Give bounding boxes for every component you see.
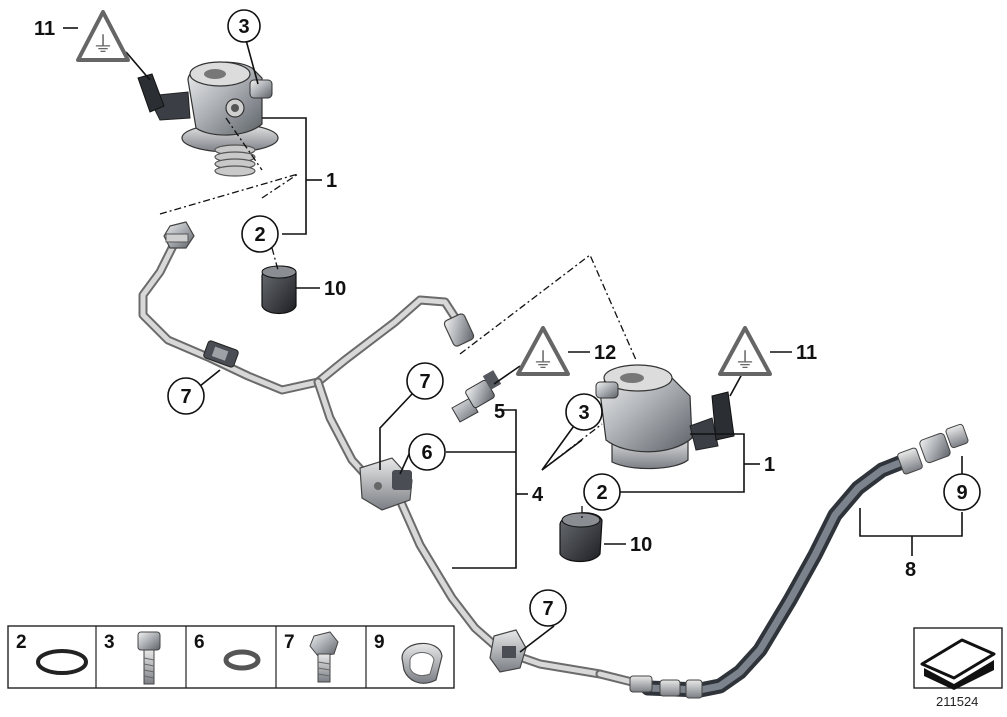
leader-lines: [63, 27, 963, 653]
warning-icon-right: ⏚: [718, 326, 772, 376]
legend-item-9[interactable]: 9: [374, 632, 443, 684]
pump-cap-top: [261, 265, 297, 315]
callout-label: 11: [34, 18, 55, 40]
callout-label: 10: [324, 278, 346, 300]
clip-left: [203, 340, 239, 368]
svg-text:⏚: ⏚: [734, 348, 756, 373]
callout-9[interactable]: 9: [943, 473, 981, 511]
svg-text:7: 7: [284, 632, 295, 653]
folded-page-icon: [913, 627, 1003, 690]
callout-8[interactable]: 8: [905, 559, 916, 581]
clamp-ring-icon: [401, 642, 443, 684]
callout-label: 11: [796, 342, 817, 364]
callout-label: 5: [494, 401, 505, 423]
fuel-line-upper: [138, 231, 463, 395]
pressure-sensor: [451, 370, 502, 423]
socket-bolt-icon: [137, 631, 161, 685]
callout-label: 3: [238, 16, 249, 38]
callout-2-top[interactable]: 2: [241, 215, 279, 253]
pump-cap-right: [559, 512, 603, 563]
legend-item-7[interactable]: 7: [284, 631, 339, 683]
callout-1-right[interactable]: 1: [764, 454, 775, 476]
high-pressure-pump-right: [595, 364, 735, 470]
callout-3-top[interactable]: 3: [227, 9, 261, 43]
svg-text:⏚: ⏚: [532, 348, 554, 373]
callout-label: 7: [180, 386, 191, 408]
pipe-nut-middle: [443, 313, 475, 347]
reference-number: 211524: [936, 694, 978, 709]
callout-label: 4: [532, 484, 544, 506]
callout-12[interactable]: 12: [594, 342, 616, 364]
warning-icon-12: ⏚: [516, 326, 570, 376]
svg-text:9: 9: [374, 632, 385, 653]
callout-label: 10: [630, 534, 652, 556]
pipe-nut-top: [163, 221, 195, 249]
assembly-dashes: [159, 117, 637, 520]
clip-middle-bracket: [359, 457, 413, 511]
callout-7-bottom[interactable]: 7: [529, 589, 567, 627]
callout-4[interactable]: 4: [532, 484, 544, 506]
hex-bolt-icon: [309, 631, 339, 683]
callout-11-right[interactable]: 11: [796, 342, 817, 364]
callout-label: 2: [254, 224, 265, 246]
high-pressure-pump-top: [137, 61, 279, 177]
callout-5[interactable]: 5: [494, 401, 505, 423]
callout-6[interactable]: 6: [408, 433, 446, 471]
legend-item-2[interactable]: 2: [16, 632, 88, 675]
callout-label: 2: [596, 482, 607, 504]
fuel-hose: [595, 423, 969, 699]
legend-item-6[interactable]: 6: [194, 632, 261, 671]
clip-bottom: [489, 629, 527, 673]
seal-ring-icon: [223, 649, 261, 671]
callout-label: 1: [326, 170, 337, 192]
parts-legend: 2 3 6 7: [7, 625, 455, 689]
warning-icon-top: ⏚: [76, 10, 130, 62]
callout-7-middle[interactable]: 7: [406, 362, 444, 400]
callout-11-top[interactable]: 11: [34, 18, 55, 40]
callout-10-right[interactable]: 10: [630, 534, 652, 556]
o-ring-icon: [36, 649, 88, 675]
callout-1-top[interactable]: 1: [326, 170, 337, 192]
svg-text:3: 3: [104, 632, 115, 653]
callout-label: 12: [594, 342, 616, 364]
callout-label: 7: [542, 598, 553, 620]
svg-text:⏚: ⏚: [92, 32, 114, 57]
callout-10-top[interactable]: 10: [324, 278, 346, 300]
svg-text:6: 6: [194, 632, 205, 653]
callout-label: 1: [764, 454, 775, 476]
callout-2-right[interactable]: 2: [583, 473, 621, 511]
legend-item-3[interactable]: 3: [104, 631, 161, 685]
callout-label: 3: [578, 402, 589, 424]
callout-label: 7: [419, 371, 430, 393]
callout-7-left[interactable]: 7: [167, 377, 205, 415]
callout-3-right[interactable]: 3: [565, 393, 603, 431]
callout-label: 8: [905, 559, 916, 581]
svg-text:2: 2: [16, 632, 27, 653]
callout-label: 9: [956, 482, 967, 504]
callout-label: 6: [421, 442, 432, 464]
